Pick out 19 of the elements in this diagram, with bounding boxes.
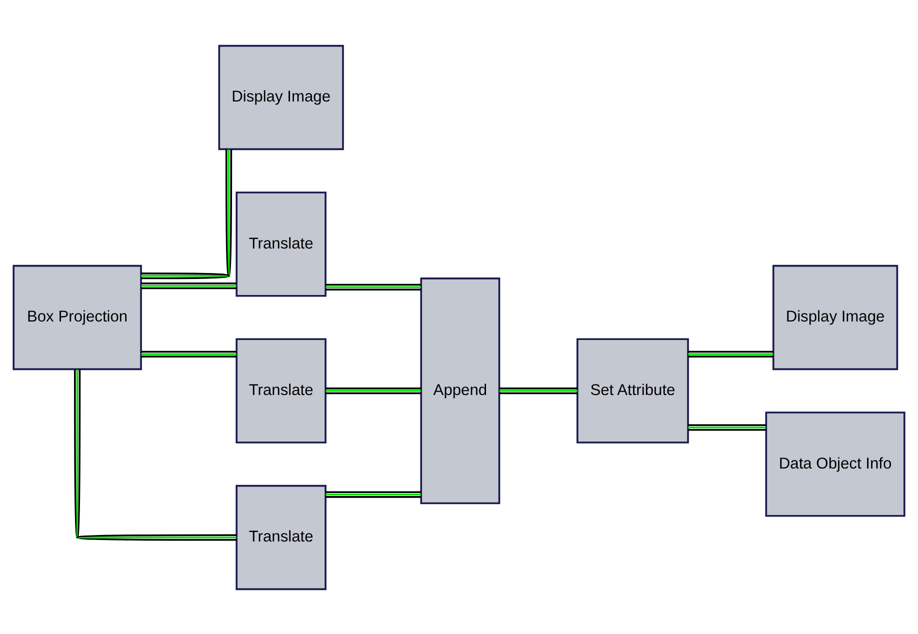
connector — [326, 490, 421, 498]
node-box: Data Object Info — [765, 411, 906, 516]
connector — [141, 282, 236, 289]
connector — [688, 424, 766, 430]
node-box: Set Attribute — [576, 338, 689, 443]
node-box: Display Image — [218, 44, 344, 150]
connector — [499, 387, 578, 394]
connector — [326, 283, 421, 290]
node-box: Translate — [236, 484, 326, 590]
connector — [326, 387, 421, 394]
connector — [688, 350, 774, 357]
connector — [74, 369, 236, 540]
node-box: Translate — [236, 191, 326, 296]
node-box: Append — [420, 277, 500, 504]
node-box: Translate — [236, 338, 326, 443]
connector — [141, 149, 232, 279]
connector — [141, 350, 236, 357]
node-box: Display Image — [772, 264, 898, 370]
node-box: Box Projection — [12, 264, 142, 370]
